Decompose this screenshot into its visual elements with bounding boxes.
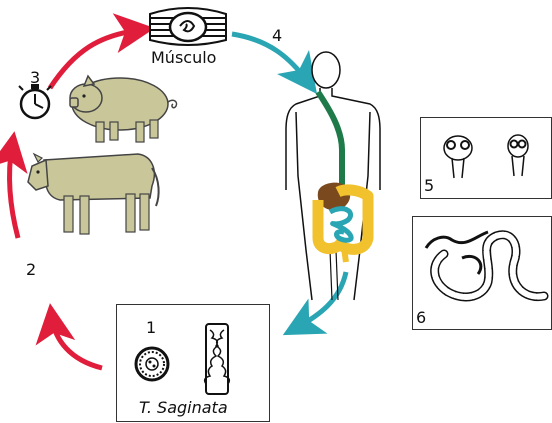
species-label: T. Saginata [139,400,228,416]
step-5-label: 5 [424,178,434,194]
pig-icon [70,76,177,142]
arrow-human-to-1 [296,272,346,328]
arrow-2-to-3 [10,146,18,238]
arrow-1-to-2 [52,318,102,368]
scolex-box [420,117,552,199]
muscle-label: Músculo [151,50,216,66]
cow-icon [28,154,159,234]
human-body-icon [286,52,380,300]
stopwatch-icon [19,84,51,118]
arrow-muscle-to-4 [232,34,308,82]
step-1-label: 1 [146,320,156,336]
step-3-label: 3 [30,70,40,86]
step-6-label: 6 [416,310,426,326]
muscle-cyst-icon [150,8,226,45]
adult-tapeworm-box [412,216,552,330]
step-4-label: 4 [272,28,282,44]
step-2-label: 2 [26,262,36,278]
